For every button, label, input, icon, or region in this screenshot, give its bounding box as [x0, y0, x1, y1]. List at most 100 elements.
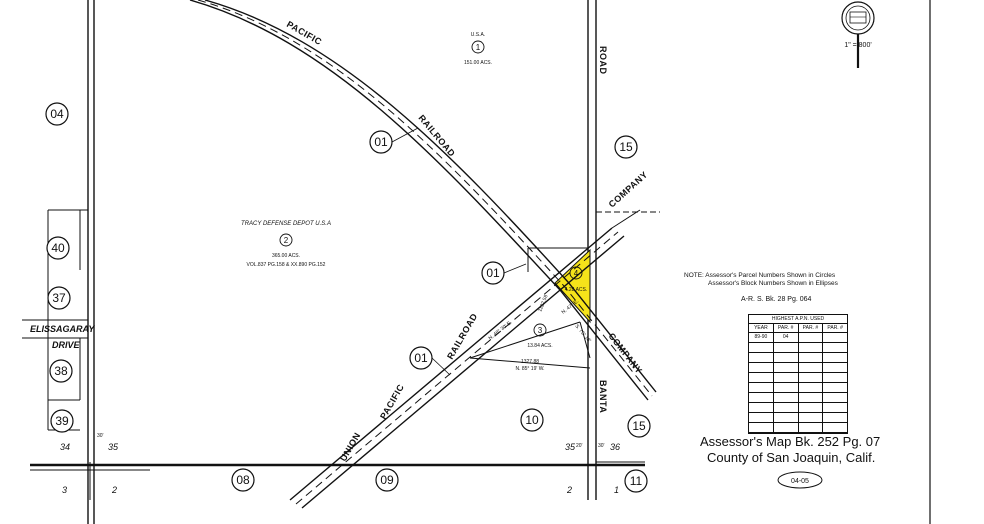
street-drive: DRIVE: [52, 340, 81, 350]
tracy-ref: VOL.837 PG.158 & XX.890 PG.152: [247, 262, 326, 268]
usa-acres: 151.00 ACS.: [464, 60, 492, 66]
parcel-2-number[interactable]: 2: [284, 236, 289, 245]
apn-cell: [799, 363, 824, 372]
parcel-40-label[interactable]: 40: [51, 241, 65, 255]
street-banta: BANTA: [598, 380, 608, 413]
apn-row: [749, 343, 847, 353]
section-35-west: 35: [108, 442, 119, 452]
inner-parcel-circles: [279, 40, 583, 337]
block-ellipse: [777, 471, 823, 489]
parcel-09-label[interactable]: 09: [380, 473, 394, 487]
parcel-4-number[interactable]: 4: [574, 269, 579, 278]
section-1: 1: [614, 485, 619, 495]
parcel-39-label[interactable]: 39: [55, 414, 69, 428]
parcel-15-label-south[interactable]: 15: [632, 419, 646, 433]
apn-cell: [774, 423, 799, 432]
apn-header-cell: PAR. #: [799, 324, 824, 332]
parcel-10-label[interactable]: 10: [525, 413, 539, 427]
railroad-label-pacific: PACIFIC: [378, 382, 406, 421]
parcel-01-label-south[interactable]: 01: [414, 351, 428, 365]
parcel-leaders: [391, 127, 527, 376]
parcel-3-boundary: [469, 321, 591, 369]
apn-header-cell: PAR. #: [827, 325, 843, 331]
apn-cell: [749, 413, 774, 422]
railroad-curve: [189, 0, 657, 401]
parcel-3-acres: 13.84 ACS.: [527, 343, 552, 349]
apn-row: [749, 413, 847, 423]
apn-cell: [799, 393, 824, 402]
apn-cell: [799, 373, 824, 382]
apn-cell: [749, 423, 774, 432]
section-35-east: 35: [565, 442, 576, 452]
apn-cell: [823, 403, 847, 412]
parcel-38-label[interactable]: 38: [54, 364, 68, 378]
parcel-3-bearing: N. 85° 19' W.: [515, 366, 544, 372]
note-line-1: NOTE: Assessor's Parcel Numbers Shown in…: [684, 272, 836, 279]
parcel-37-label[interactable]: 37: [52, 291, 66, 305]
parcel-04-label[interactable]: 04: [50, 107, 64, 121]
apn-cell: [799, 383, 824, 392]
parcel-3-number[interactable]: 3: [538, 326, 543, 335]
width-30-east: 30': [598, 443, 605, 449]
apn-row: [749, 363, 847, 373]
apn-cell: [823, 413, 847, 422]
apn-header-cell: YEAR: [749, 324, 774, 332]
apn-cell: [749, 363, 774, 372]
apn-cell: [749, 393, 774, 402]
width-30-west: 30': [97, 433, 104, 439]
tracy-acres: 365.00 ACS.: [272, 253, 300, 259]
apn-cell: [799, 413, 824, 422]
bearing-1: 1122.58: [537, 294, 549, 313]
map-lines: [22, 0, 931, 524]
railroad-label-railroad-top: RAILROAD: [416, 113, 457, 159]
apn-cell: [799, 343, 824, 352]
apn-cell: [823, 373, 847, 382]
apn-cell: [799, 353, 824, 362]
parcel-15-label-north[interactable]: 15: [619, 140, 633, 154]
apn-cell: [823, 423, 847, 432]
parcel-4-highlight[interactable]: [554, 248, 591, 324]
apn-cell: [823, 393, 847, 402]
parcel-08-label[interactable]: 08: [236, 473, 250, 487]
parcel-11-label[interactable]: 11: [630, 474, 643, 488]
section-3: 3: [62, 485, 67, 495]
parcel-3-dim: 1327.88: [521, 359, 539, 365]
section-2-west: 2: [111, 485, 117, 495]
apn-cell: 89-90: [749, 333, 774, 342]
apn-row: [749, 353, 847, 363]
railroad-label-company-bottom: COMPANY: [606, 331, 644, 376]
parcel-01-label-north[interactable]: 01: [374, 135, 388, 149]
apn-row: [749, 383, 847, 393]
apn-cell: [774, 403, 799, 412]
apn-cell: [749, 403, 774, 412]
apn-cell: 04: [774, 333, 799, 342]
apn-cell: [823, 353, 847, 362]
map-scale: 1" = 800': [844, 42, 871, 49]
railroad-diagonal: [289, 209, 641, 509]
apn-cell: [774, 393, 799, 402]
parcel-4-acres: 4.28 ACS.: [565, 287, 588, 293]
street-elissagaray: ELISSAGARAY: [30, 324, 95, 334]
apn-cell: [799, 423, 824, 432]
section-36: 36: [610, 442, 620, 452]
apn-row: [749, 403, 847, 413]
tracy-label: TRACY DEFENSE DEPOT U.S.A: [241, 221, 331, 227]
block-number[interactable]: 04-05: [791, 478, 809, 485]
apn-cell: [774, 373, 799, 382]
apn-cell: [774, 353, 799, 362]
parcel-1-number[interactable]: 1: [476, 43, 481, 52]
usa-label: U.S.A.: [471, 32, 485, 38]
map-title-line-2: County of San Joaquin, Calif.: [707, 450, 875, 465]
parcel-01-label-mid[interactable]: 01: [486, 266, 500, 280]
note-line-2: Assessor's Block Numbers Shown in Ellips…: [708, 280, 839, 287]
record-of-survey-ref: A-R. S. Bk. 28 Pg. 064: [741, 296, 812, 303]
apn-cell: [823, 383, 847, 392]
apn-cell: [823, 343, 847, 352]
apn-cell: [774, 413, 799, 422]
apn-cell: [774, 363, 799, 372]
